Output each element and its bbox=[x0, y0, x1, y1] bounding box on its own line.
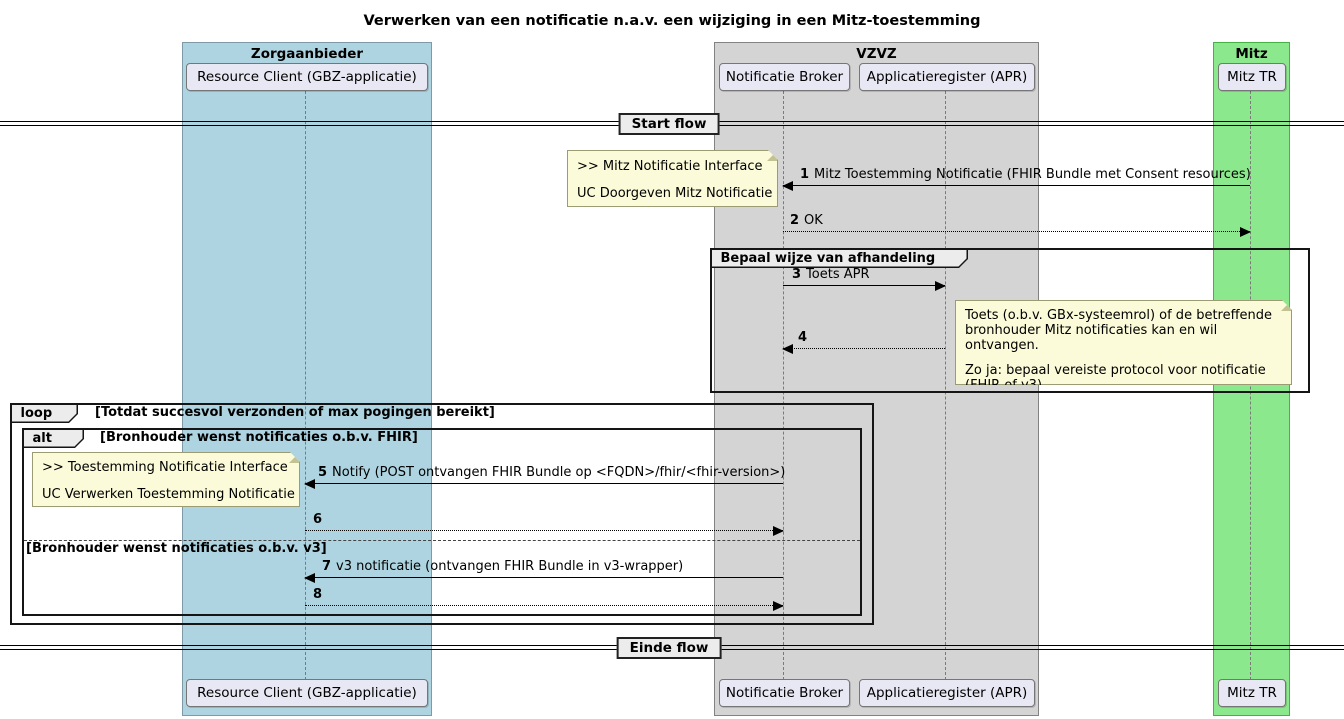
group-loop-keyword: loop bbox=[12, 405, 77, 422]
message-8-label: 8 bbox=[313, 587, 323, 602]
group-alt-condition: [Bronhouder wenst notificaties o.b.v. FH… bbox=[100, 430, 418, 445]
group-bepaal-label: Bepaal wijze van afhandeling bbox=[712, 250, 967, 267]
arrowhead-left-icon bbox=[782, 344, 793, 354]
arrowhead-right-icon bbox=[935, 281, 946, 291]
lifeline-resource-client bbox=[305, 91, 306, 680]
note-paragraph: Toets (o.b.v. GBx-systeemrol) of de betr… bbox=[965, 308, 1273, 353]
participant-resource-client-top: Resource Client (GBZ-applicatie) bbox=[186, 63, 428, 91]
arrowhead-right-icon bbox=[773, 601, 784, 611]
message-6-label: 6 bbox=[313, 512, 323, 527]
swimlane-vzvz-title: VZVZ bbox=[856, 46, 897, 62]
note-fold-icon bbox=[1281, 301, 1291, 311]
group-loop-header: loop bbox=[10, 403, 78, 423]
swimlane-zorgaanbieder: Zorgaanbieder bbox=[182, 42, 432, 716]
group-alt-keyword: alt bbox=[24, 430, 83, 447]
message-5-line bbox=[305, 483, 783, 484]
arrowhead-left-icon bbox=[782, 181, 793, 191]
participant-applicatieregister-bottom: Applicatieregister (APR) bbox=[859, 679, 1035, 707]
arrowhead-right-icon bbox=[773, 526, 784, 536]
message-2-line bbox=[783, 231, 1250, 232]
participant-applicatieregister-top: Applicatieregister (APR) bbox=[859, 63, 1035, 91]
participant-notificatie-broker-top: Notificatie Broker bbox=[719, 63, 850, 91]
divider-einde-label: Einde flow bbox=[616, 637, 722, 659]
swimlane-zorgaanbieder-title: Zorgaanbieder bbox=[250, 46, 364, 62]
note-toets-bronhouder: Toets (o.b.v. GBx-systeemrol) of de betr… bbox=[955, 300, 1292, 385]
note-line: UC Doorgeven Mitz Notificatie bbox=[577, 186, 773, 201]
note-toestemming-notificatie-interface: >> Toestemming Notificatie Interface UC … bbox=[32, 452, 300, 507]
arrowhead-left-icon bbox=[304, 479, 315, 489]
arrowhead-left-icon bbox=[304, 573, 315, 583]
participant-resource-client-bottom: Resource Client (GBZ-applicatie) bbox=[186, 679, 428, 707]
message-7-line bbox=[305, 577, 783, 578]
group-bepaal-header: Bepaal wijze van afhandeling bbox=[710, 248, 968, 268]
swimlane-mitz-title: Mitz bbox=[1235, 46, 1268, 62]
group-loop-condition: [Totdat succesvol verzonden of max pogin… bbox=[95, 405, 495, 420]
diagram-title: Verwerken van een notificatie n.a.v. een… bbox=[363, 13, 981, 29]
note-fold-icon bbox=[767, 151, 777, 161]
group-loop: loop bbox=[10, 403, 874, 625]
lifeline-mitz-tr bbox=[1250, 91, 1251, 680]
participant-mitz-tr-bottom: Mitz TR bbox=[1218, 679, 1286, 707]
message-4-label: 4 bbox=[798, 330, 808, 345]
group-alt-header: alt bbox=[22, 428, 84, 448]
group-bepaal-wijze-van-afhandeling: Bepaal wijze van afhandeling bbox=[710, 248, 1310, 393]
note-fold-icon bbox=[289, 453, 299, 463]
group-alt-else-divider bbox=[24, 540, 860, 541]
arrowhead-right-icon bbox=[1240, 227, 1251, 237]
note-line: >> Toestemming Notificatie Interface bbox=[42, 460, 288, 475]
lifeline-applicatieregister bbox=[945, 91, 946, 680]
message-4-line bbox=[783, 348, 945, 349]
message-6: 6 bbox=[305, 503, 784, 536]
note-line: UC Verwerken Toestemming Notificatie bbox=[42, 487, 295, 502]
group-alt-else-condition: [Bronhouder wenst notificaties o.b.v. v3… bbox=[26, 541, 327, 556]
message-1-line bbox=[783, 185, 1250, 186]
lifeline-notificatie-broker bbox=[783, 91, 784, 680]
participant-mitz-tr-top: Mitz TR bbox=[1218, 63, 1286, 91]
message-8: 8 bbox=[305, 578, 784, 611]
divider-start-label: Start flow bbox=[618, 113, 720, 135]
note-mitz-notificatie-interface: >> Mitz Notificatie Interface UC Doorgev… bbox=[567, 150, 778, 207]
message-4: 4 bbox=[782, 321, 945, 354]
message-6-line bbox=[305, 530, 783, 531]
participant-notificatie-broker-bottom: Notificatie Broker bbox=[719, 679, 850, 707]
message-8-line bbox=[305, 605, 783, 606]
message-3-line bbox=[783, 285, 945, 286]
group-alt: alt bbox=[22, 428, 862, 616]
note-line: >> Mitz Notificatie Interface bbox=[577, 159, 763, 174]
